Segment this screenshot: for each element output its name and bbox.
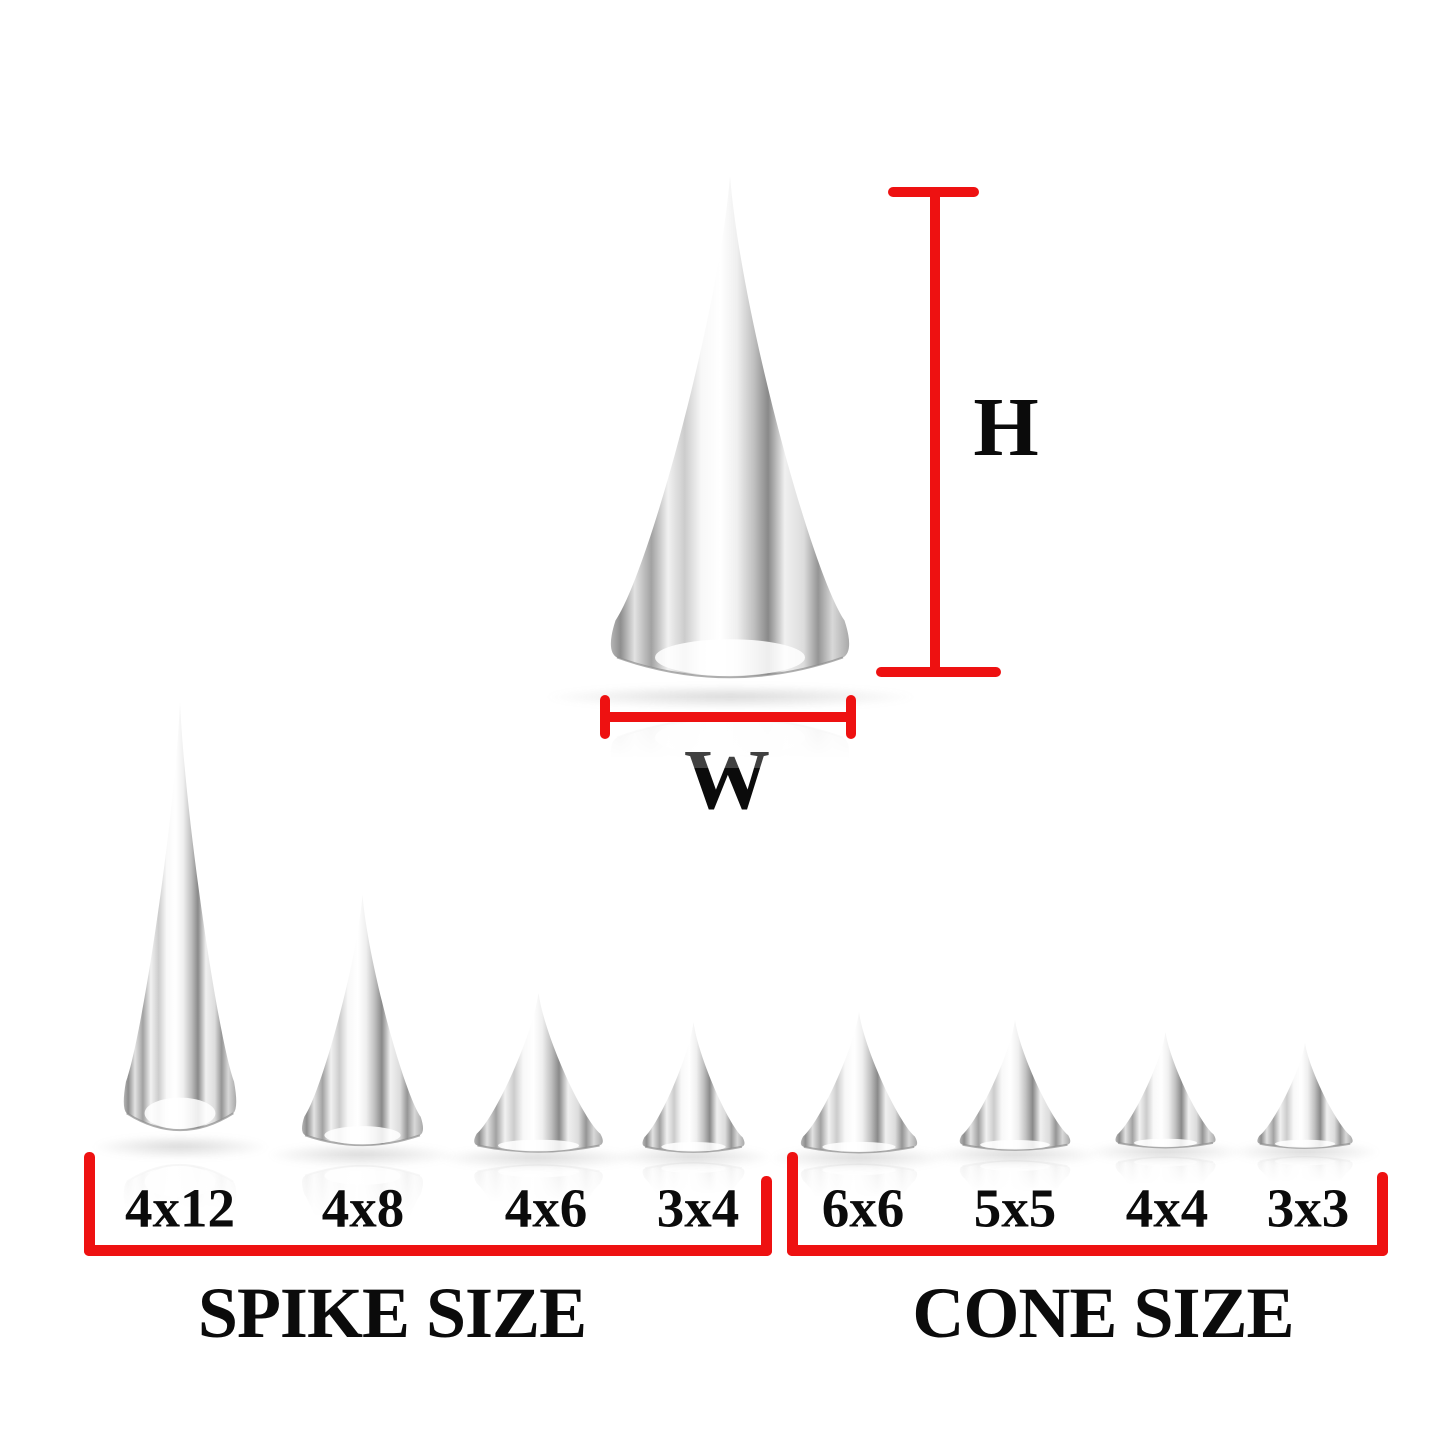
w-marker-line (604, 712, 852, 722)
spike-size-item-4x8 (299, 895, 426, 1155)
spike-size-item-4x8-reflection-fade (298, 1156, 426, 1226)
size-label-4x12: 4x12 (125, 1177, 235, 1239)
h-marker-bottom-bar (876, 667, 1001, 677)
spike-size-item-4x12-shadow (91, 1135, 269, 1159)
cone-size-item-5x5-reflection-fade (957, 1156, 1073, 1197)
spike-size-title: SPIKE SIZE (197, 1273, 587, 1353)
reference-cone-photo-reflection-fade (605, 698, 855, 768)
size-label-4x6: 4x6 (504, 1177, 588, 1239)
spike-size-item-4x6-reflection (470, 1159, 606, 1209)
spike-size-bracket-right (761, 1176, 772, 1256)
size-label-5x5: 5x5 (973, 1177, 1057, 1239)
w-marker-right-cap (846, 695, 856, 739)
reference-cone-photo-reflection (605, 698, 855, 768)
spike-size-item-4x6-reflection-fade (470, 1159, 606, 1209)
w-marker-left-cap (600, 695, 610, 739)
cone-size-item-6x6-reflection (798, 1159, 920, 1203)
spike-size-item-4x12 (121, 702, 239, 1147)
cone-size-bracket-bottom (787, 1245, 1388, 1256)
h-marker-line (930, 187, 940, 677)
reference-cone-photo (605, 176, 855, 697)
spike-size-item-4x8-shadow (266, 1143, 458, 1167)
size-label-3x3: 3x3 (1266, 1177, 1350, 1239)
cone-size-item-6x6-reflection-fade (798, 1159, 920, 1203)
cone-size-bracket-right (1377, 1172, 1388, 1256)
cone-size-item-3x3-reflection-fade (1255, 1153, 1355, 1186)
spike-size-item-4x12-reflection (121, 1148, 239, 1218)
spike-size-item-3x4-reflection (639, 1158, 747, 1199)
size-label-4x4: 4x4 (1125, 1177, 1209, 1239)
cone-size-item-6x6 (798, 1012, 920, 1158)
cone-size-item-4x4-reflection-fade (1112, 1153, 1218, 1189)
cone-size-item-5x5-reflection (957, 1156, 1073, 1197)
cone-size-item-3x3-reflection (1255, 1153, 1355, 1186)
spike-size-bracket-left (84, 1152, 95, 1256)
cone-size-item-3x3 (1255, 1043, 1355, 1152)
size-label-3x4: 3x4 (656, 1177, 740, 1239)
height-dimension-label: H (973, 381, 1039, 474)
spike-size-item-4x8-reflection (298, 1156, 426, 1226)
size-label-6x6: 6x6 (821, 1177, 905, 1239)
cone-size-title: CONE SIZE (912, 1273, 1294, 1353)
cone-size-item-5x5 (957, 1020, 1073, 1155)
spike-size-item-4x12-reflection-fade (121, 1148, 239, 1218)
cone-size-bracket-left (787, 1152, 798, 1256)
spike-size-item-3x4-reflection-fade (639, 1158, 747, 1199)
spike-size-item-4x6 (471, 993, 606, 1158)
size-label-4x8: 4x8 (321, 1177, 405, 1239)
cone-size-item-4x4 (1113, 1032, 1218, 1152)
spike-size-bracket-bottom (84, 1245, 772, 1256)
cone-size-item-4x4-reflection (1112, 1153, 1218, 1189)
spike-size-item-3x4 (640, 1022, 747, 1157)
